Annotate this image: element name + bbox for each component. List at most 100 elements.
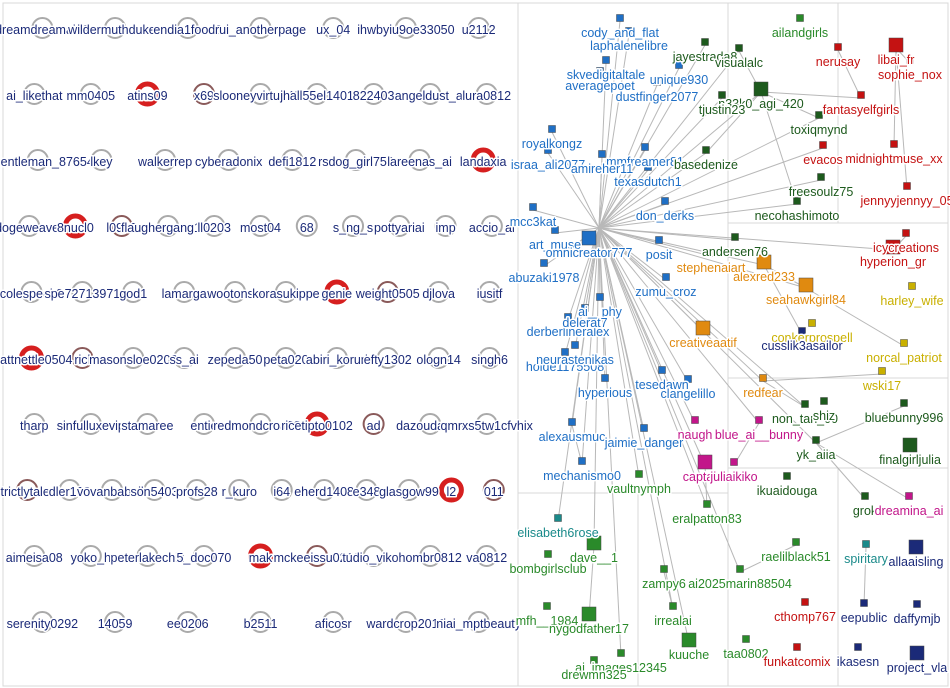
node-label[interactable]: icycreations [872,240,941,257]
node-label[interactable]: mfh__1984 [514,613,580,630]
node-avatar[interactable] [707,249,715,257]
isolate-node-label[interactable]: 8nucl0 [55,220,95,237]
node-avatar[interactable] [601,374,609,382]
node-avatar[interactable] [900,399,908,407]
node-label[interactable]: naugh [676,427,714,444]
isolate-node-label[interactable]: lkey [89,154,115,171]
node-label[interactable]: nygodfather17 [548,621,631,638]
node-label[interactable]: finalgirljulia [878,452,943,469]
node-avatar[interactable] [635,470,643,478]
node-avatar[interactable] [578,457,586,465]
node-label[interactable]: omnicreator777 [544,245,634,262]
isolate-node-label[interactable]: genie [320,286,354,303]
node-avatar[interactable] [783,472,791,480]
isolate-node-label[interactable]: blattnettle0504 [0,352,74,369]
isolate-node-label[interactable]: glasgow99 [378,484,441,501]
node-avatar[interactable] [890,140,898,148]
node-label[interactable]: seahawkgirl84 [765,292,848,309]
isolate-node-label[interactable]: peta020 [262,352,310,369]
node-avatar[interactable] [540,259,548,267]
node-label[interactable]: project_vla [885,660,948,677]
isolate-node-label[interactable]: flaughergang140 [120,220,217,237]
isolate-node-label[interactable]: tudio_vikov [341,550,407,567]
node-label[interactable]: cthomp767 [773,609,838,626]
isolate-node-label[interactable]: colespeak2 [0,286,65,303]
isolate-node-label[interactable]: jhall55el1401 [278,88,356,105]
node-avatar[interactable] [801,400,809,408]
node-label[interactable]: zumu_croz [634,284,698,301]
isolate-node-label[interactable]: x69 [192,88,215,105]
isolate-node-label[interactable]: god1 [118,286,149,303]
node-label[interactable]: holde1175508 [524,359,605,376]
node-avatar[interactable] [702,146,710,154]
node-label[interactable]: ikuaidouga [755,483,819,500]
isolate-node-label[interactable]: hombr0812 [397,550,463,567]
node-label[interactable]: evacos [802,152,845,169]
isolate-node-label[interactable]: ad [365,418,382,435]
isolate-node-label[interactable]: mckeeissu0210 [272,550,362,567]
node-avatar[interactable] [561,348,569,356]
node-label[interactable]: eralpatton83 [671,511,744,528]
node-label[interactable]: dave__1 [569,550,620,567]
isolate-node-label[interactable]: lamarga [160,286,208,303]
node-avatar[interactable] [812,436,820,444]
node-label[interactable]: alexausmuc [537,429,607,446]
node-avatar[interactable] [862,540,870,548]
node-avatar[interactable] [793,197,801,205]
node-avatar[interactable] [834,43,842,51]
isolate-node-label[interactable]: lura0812 [461,88,513,105]
isolate-node-label[interactable]: tharp [19,418,51,435]
node-label[interactable]: allaaisling [887,554,945,571]
node-label[interactable]: neurastenikas [535,352,616,369]
node-avatar[interactable] [820,397,828,405]
node-label[interactable]: conkerprospell [770,330,854,347]
isolate-node-label[interactable]: redmondcroa280 [212,418,310,435]
isolate-node-label[interactable]: eherd1408 [293,484,356,501]
node-avatar[interactable] [815,111,823,119]
isolate-node-label[interactable]: dreamdreamai99 [0,22,91,39]
node-label[interactable]: sophie_nox [877,67,945,84]
node-label[interactable]: cody_and_flat [580,25,661,42]
isolate-node-label[interactable]: serenity0292 [5,616,80,633]
isolate-node-label[interactable]: e348 [351,484,382,501]
node-label[interactable]: necohashimoto [753,208,841,225]
node-label[interactable]: art_muse [527,237,582,254]
isolate-node-label[interactable]: i64 [272,484,292,501]
isolate-node-label[interactable]: lareenas_ai [386,154,454,171]
node-avatar[interactable] [878,367,886,375]
node-label[interactable]: n33k0_agi_420 [717,96,806,113]
isolate-node-label[interactable]: korasukippe [251,286,321,303]
node-avatar[interactable] [900,339,908,347]
node-avatar[interactable] [660,565,668,573]
node-avatar[interactable] [796,14,804,22]
node-avatar[interactable] [568,418,576,426]
node-label[interactable]: bombgirlsclub [508,561,588,578]
node-label[interactable]: bluebunny996 [863,410,945,427]
isolate-node-label[interactable]: imp [434,220,457,237]
node-label[interactable]: alexred233 [732,269,797,286]
isolate-node-label[interactable]: ux_04 [315,22,352,39]
node-avatar[interactable] [902,229,910,237]
node-label[interactable]: visualalc [714,55,765,72]
node-label[interactable]: stephenaiart [675,260,747,277]
node-avatar[interactable] [736,565,744,573]
node-label[interactable]: delerat7 [561,315,609,332]
isolate-node-label[interactable]: cyberadonix [193,154,264,171]
isolate-node-label[interactable]: b2511 [242,616,279,633]
node-label[interactable]: wski17 [860,378,902,395]
isolate-node-label[interactable]: zepeda50 [206,352,264,369]
node-label[interactable]: ai_images12345 [574,660,669,677]
isolate-node-label[interactable]: aimeisa08 [4,550,64,567]
isolate-node-label[interactable]: dogeweaver [0,220,65,237]
node-avatar[interactable] [596,67,604,75]
node-label[interactable]: averagepoet [564,78,637,95]
isolate-node-label[interactable]: walkerrep [135,154,193,171]
node-avatar[interactable] [644,163,652,171]
node-label[interactable]: drewmn325 [560,667,628,684]
node-label[interactable]: non_tan_00 [770,411,839,428]
node-avatar[interactable] [617,649,625,657]
isolate-node-label[interactable]: slooneyvirtu1401 [212,88,310,105]
node-label[interactable]: texasdutch1 [613,174,683,191]
isolate-node-label[interactable]: peterlakechix [109,550,186,567]
isolate-node-label[interactable]: mak [247,550,274,567]
